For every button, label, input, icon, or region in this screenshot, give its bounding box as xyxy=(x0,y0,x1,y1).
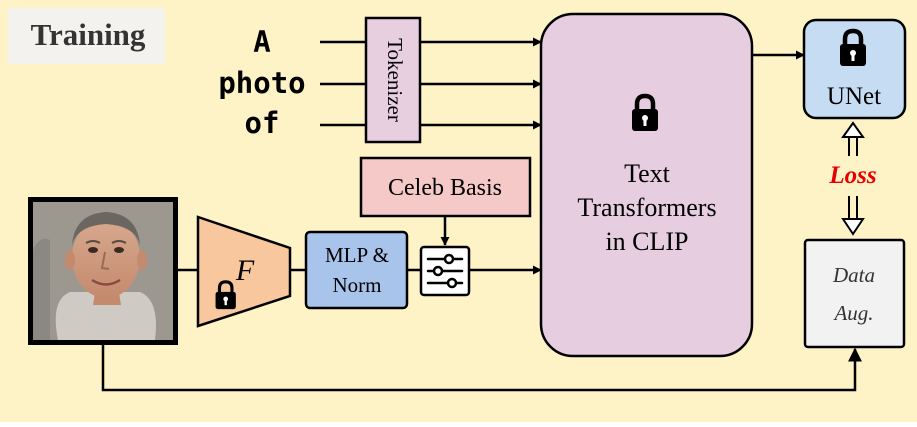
celeb-basis-block xyxy=(359,156,532,218)
mlp-label-line1: MLP & xyxy=(325,243,389,267)
prompt-word-of: of xyxy=(245,106,280,140)
encoder-f-label: F xyxy=(235,254,255,287)
photo-to-data-aug-line xyxy=(101,345,862,392)
lock-icon xyxy=(632,93,658,131)
token-lines xyxy=(320,40,366,127)
data-aug-block xyxy=(803,238,906,349)
tokenizer-label: Tokenizer xyxy=(383,38,407,122)
unet-block xyxy=(802,18,907,120)
loss-label: Loss xyxy=(828,162,876,189)
tokenizer-arrows xyxy=(420,37,542,130)
clip-label-line2: Transformers xyxy=(577,193,716,222)
sliders-icon xyxy=(419,245,471,297)
tokenizer-block xyxy=(364,16,422,144)
clip-text-transformer-block xyxy=(539,12,754,358)
loss-up-arrow xyxy=(841,121,865,156)
lock-icon xyxy=(215,280,236,310)
unet-label: UNet xyxy=(827,83,881,110)
title-tab xyxy=(8,8,165,64)
prompt-word-a: A xyxy=(253,25,270,59)
clip-label-line1: Text xyxy=(624,159,671,188)
celeb-basis-label: Celeb Basis xyxy=(388,175,502,201)
loss-down-arrow xyxy=(841,196,865,236)
clip-label-line3: in CLIP xyxy=(605,227,688,256)
data-aug-line1: Data xyxy=(832,263,875,287)
prompt-word-photo: photo xyxy=(218,66,305,100)
face-photo xyxy=(28,197,178,345)
mlp-label-line2: Norm xyxy=(333,273,382,297)
lock-icon xyxy=(840,28,866,66)
data-aug-line2: Aug. xyxy=(832,301,873,325)
panel-title: Training xyxy=(31,17,146,52)
